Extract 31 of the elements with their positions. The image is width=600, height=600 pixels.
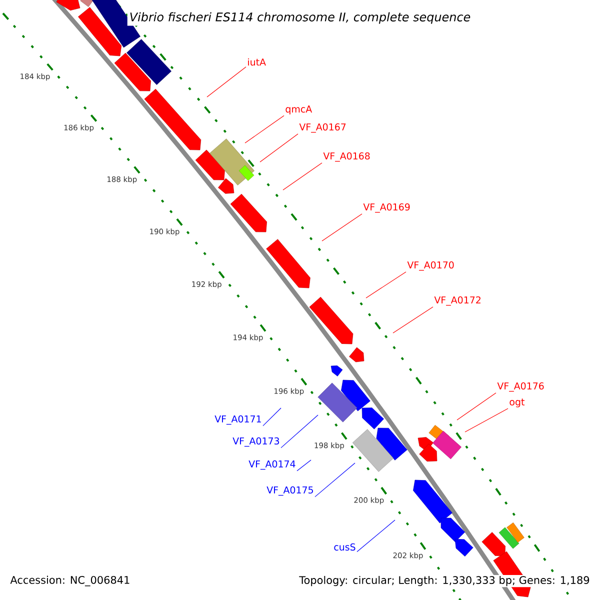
gene-label: VF_A0174 xyxy=(248,460,296,470)
footer-text: Topology: circular; Length: 1,330,333 bp; Genes: 1,189 xyxy=(298,574,591,588)
leader-line xyxy=(260,134,298,162)
leader-line xyxy=(392,306,434,334)
gene-label: iutA xyxy=(248,58,266,66)
gene-label: VF_A0176 xyxy=(497,382,544,392)
gene-label: VF_A0168 xyxy=(323,152,370,162)
gene-label: VF_A0175 xyxy=(266,486,313,496)
gene-label: VF_A0167 xyxy=(299,123,346,133)
leader-line xyxy=(366,272,406,298)
gene-label: cusS xyxy=(334,543,356,551)
leader-line xyxy=(282,162,322,190)
leader-line xyxy=(206,66,246,98)
gene-label: qmcA xyxy=(286,106,312,114)
leader-line xyxy=(356,520,396,552)
gene-label: VF_A0169 xyxy=(363,203,410,213)
footer-text: Accession: NC_006841 xyxy=(9,574,132,588)
gene-label: VF_A0170 xyxy=(407,261,454,271)
leader-line xyxy=(314,462,356,498)
leader-line xyxy=(296,460,312,472)
gene-label: VF_A0171 xyxy=(214,415,261,425)
leader-line xyxy=(464,408,508,432)
leader-line xyxy=(244,115,284,144)
gene-label: VF_A0172 xyxy=(434,296,480,306)
title: Vibrio fischeri ES114 chromosome II, complete sequence xyxy=(127,10,473,26)
gene-label: ogt xyxy=(510,398,524,408)
leader-line xyxy=(456,392,496,420)
leader-line xyxy=(280,414,318,448)
leader-line xyxy=(322,214,362,242)
gene-label: VF_A0173 xyxy=(232,437,280,447)
leader-line xyxy=(262,408,282,426)
